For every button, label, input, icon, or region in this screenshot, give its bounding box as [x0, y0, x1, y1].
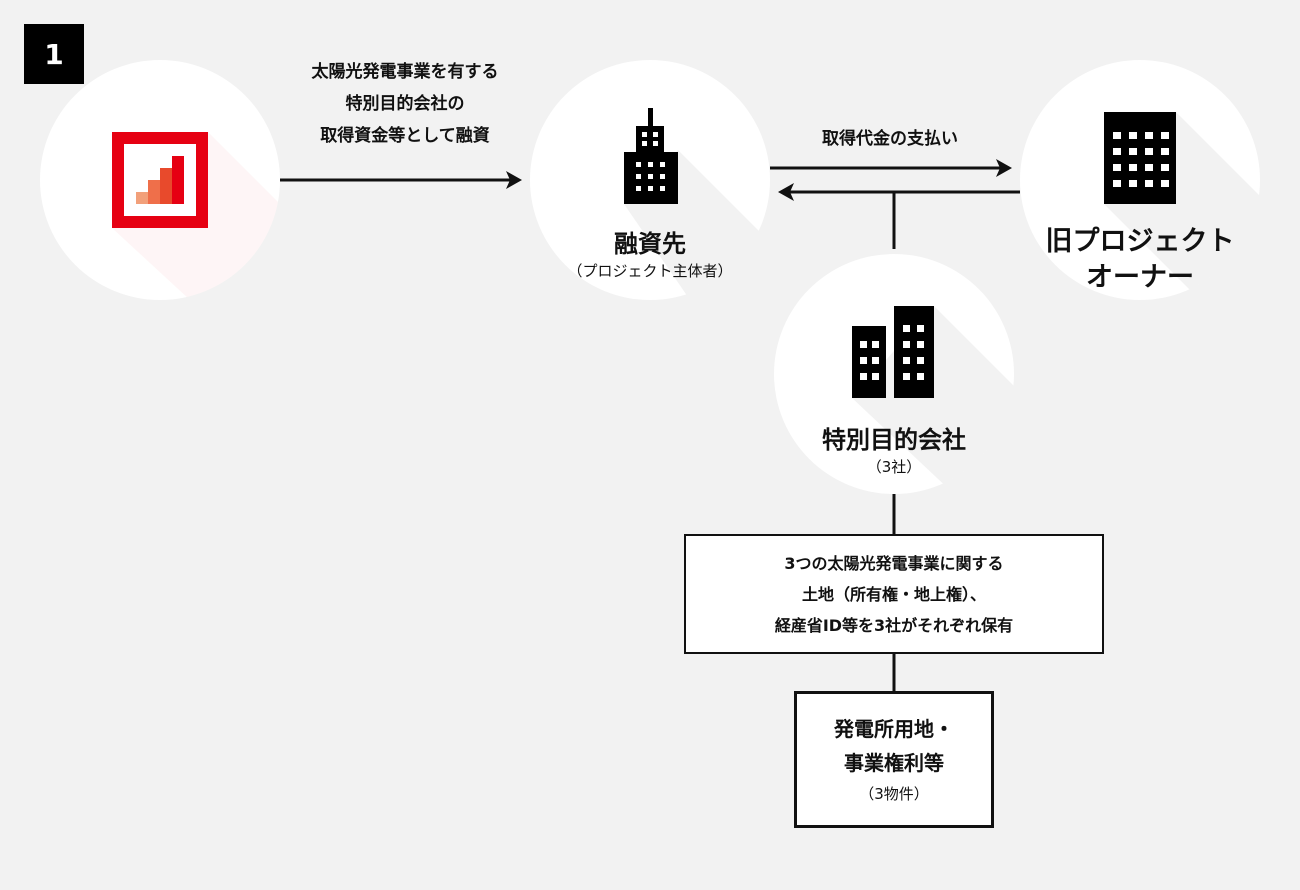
former-owner-title: 旧プロジェクト オーナー	[1046, 224, 1235, 296]
lender-logo-icon	[112, 132, 280, 300]
loan-label-line: 太陽光発電事業を有する	[311, 62, 499, 82]
spv-subtitle: （3社）	[866, 458, 922, 476]
borrower-title: 融資先	[614, 230, 686, 258]
borrower-subtitle: （プロジェクト主体者）	[567, 262, 733, 280]
assets-line: 発電所用地・	[834, 716, 954, 741]
holdings-box: 3つの太陽光発電事業に関する 土地（所有権・地上権）、 経産省ID等を3社がそれ…	[684, 534, 1104, 654]
former-owner-node	[1020, 60, 1260, 300]
step-number-badge: 1	[24, 24, 84, 84]
spv-title: 特別目的会社	[822, 426, 966, 454]
loan-label-line: 特別目的会社の	[345, 94, 465, 114]
assets-line: 事業権利等	[844, 750, 944, 775]
loan-label-line: 取得資金等として融資	[320, 126, 490, 146]
former-owner-title-line: オーナー	[1086, 262, 1194, 293]
former-owner-title-line: 旧プロジェクト	[1045, 226, 1235, 257]
lender-node	[40, 60, 280, 300]
spv-node	[774, 254, 1014, 494]
assets-subtitle: （3物件）	[859, 784, 929, 803]
holdings-line: 3つの太陽光発電事業に関する	[784, 553, 1004, 573]
payment-label: 取得代金の支払い	[822, 129, 958, 149]
holdings-line: 土地（所有権・地上権）、	[801, 584, 986, 604]
loan-label: 太陽光発電事業を有する 特別目的会社の 取得資金等として融資	[312, 56, 499, 152]
office-building-icon	[1104, 112, 1260, 300]
borrower-node	[530, 60, 770, 300]
multiple-buildings-icon	[852, 306, 1014, 494]
office-tower-icon	[624, 108, 770, 300]
holdings-line: 経産省ID等を3社がそれぞれ保有	[774, 615, 1014, 635]
assets-box: 発電所用地・ 事業権利等 （3物件）	[794, 691, 994, 828]
